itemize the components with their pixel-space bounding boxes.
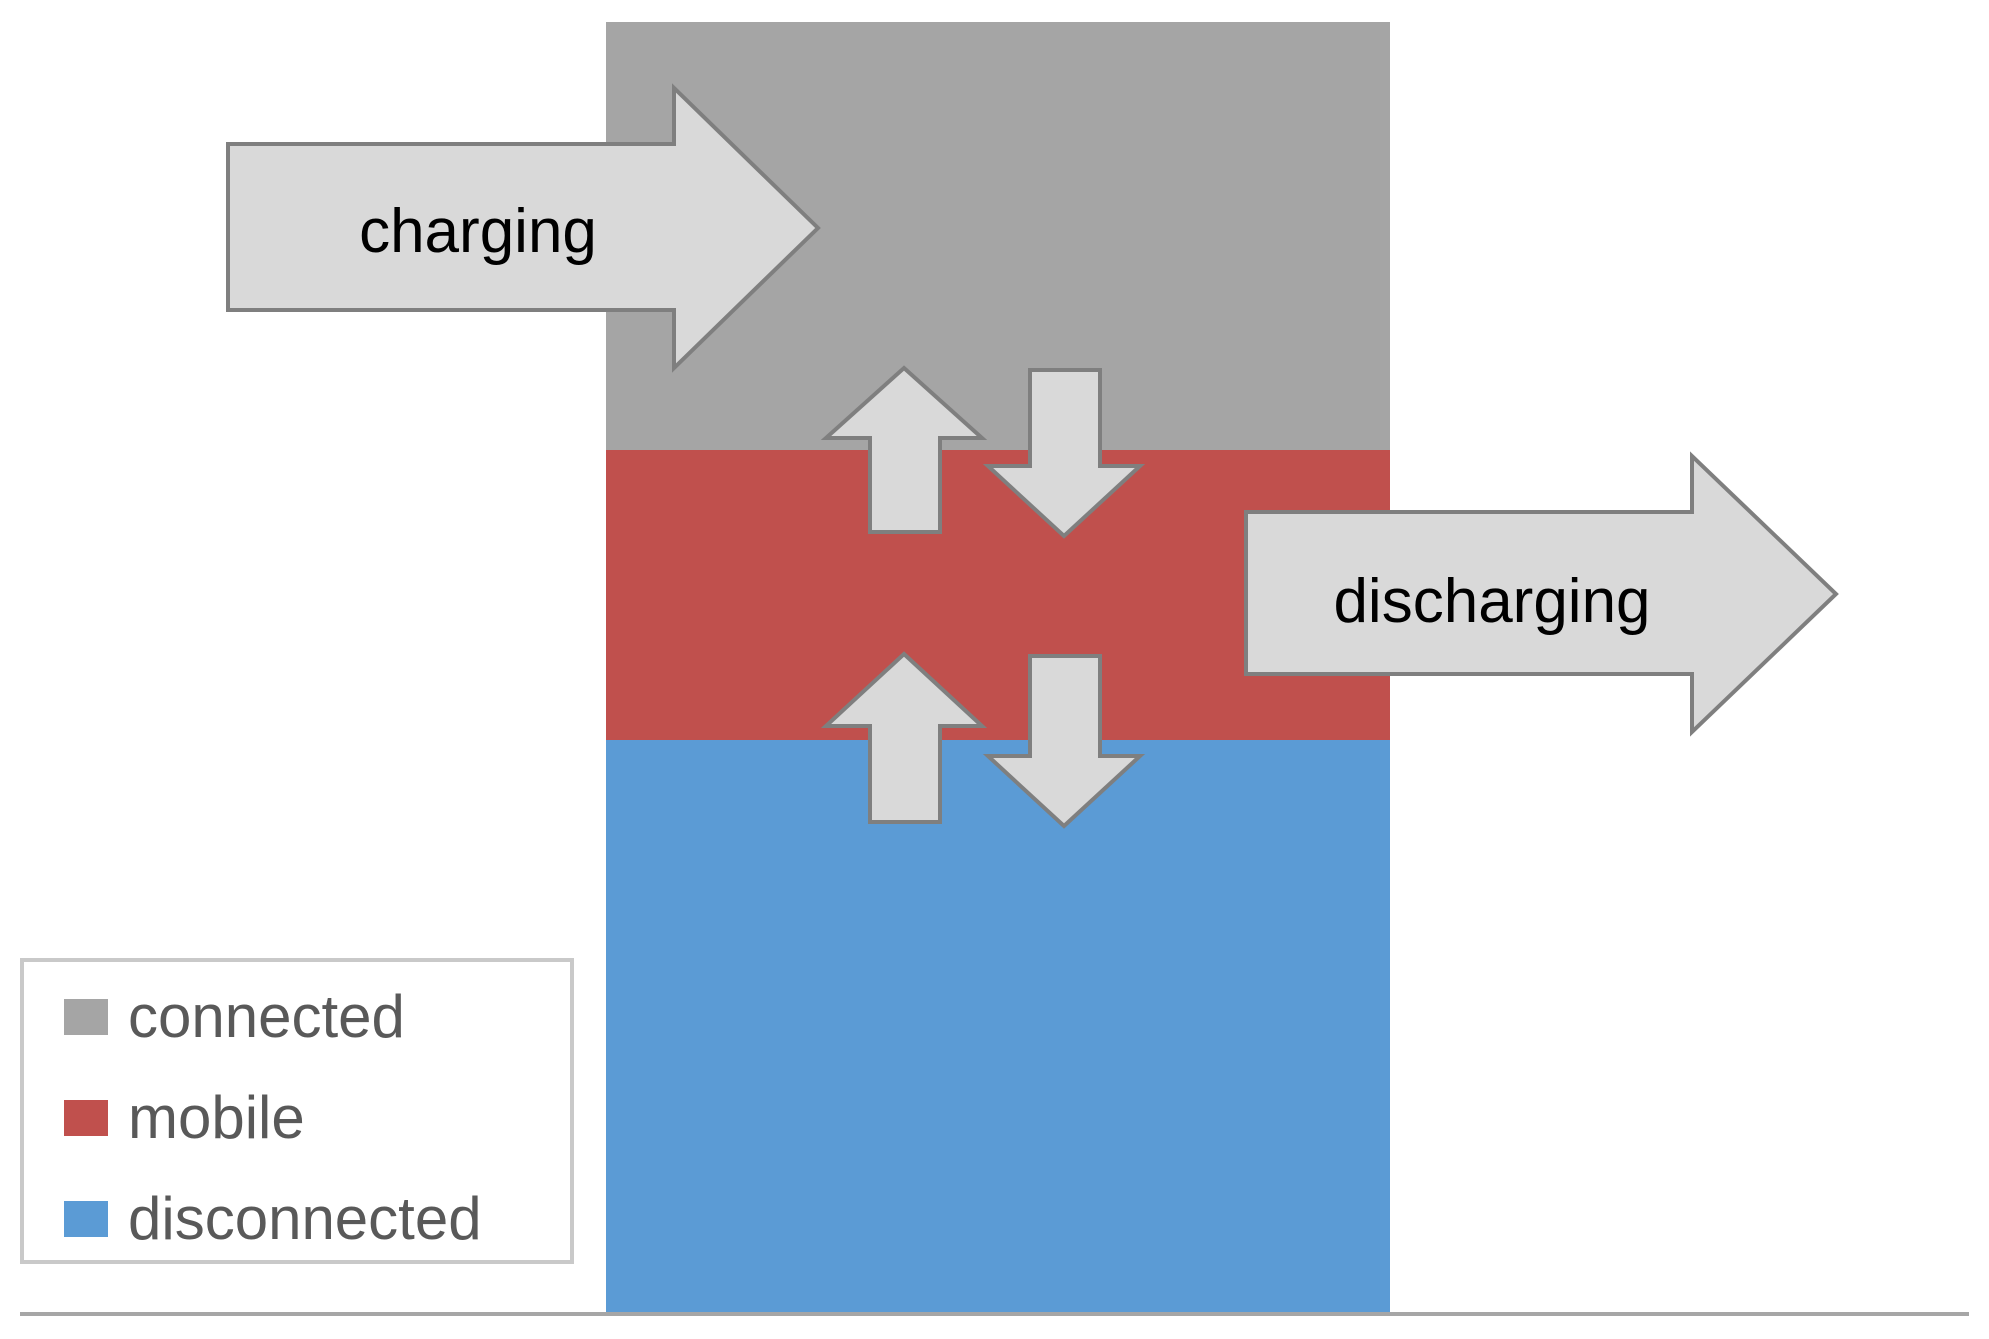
legend-item-disconnected: disconnected — [64, 1184, 482, 1254]
charging-arrow — [226, 83, 821, 373]
discharging-arrow — [1244, 451, 1839, 737]
legend-swatch-connected — [64, 999, 108, 1035]
legend-item-connected: connected — [64, 982, 405, 1052]
charging-label: charging — [359, 197, 597, 266]
legend-swatch-disconnected — [64, 1201, 108, 1237]
legend-label-mobile: mobile — [128, 1084, 305, 1151]
arrow-up-mobile-to-connected — [820, 365, 988, 534]
arrow-down-connected-to-mobile — [982, 368, 1146, 539]
discharging-label: discharging — [1333, 567, 1650, 636]
legend-label-connected: connected — [128, 983, 405, 1050]
legend-label-disconnected: disconnected — [128, 1185, 482, 1252]
legend-item-mobile: mobile — [64, 1083, 305, 1153]
legend: connected mobile disconnected — [20, 958, 574, 1264]
disconnected-block — [606, 740, 1390, 1312]
arrow-up-disconnected-to-mobile — [820, 651, 988, 824]
legend-swatch-mobile — [64, 1100, 108, 1136]
arrow-down-mobile-to-disconnected — [982, 654, 1146, 829]
